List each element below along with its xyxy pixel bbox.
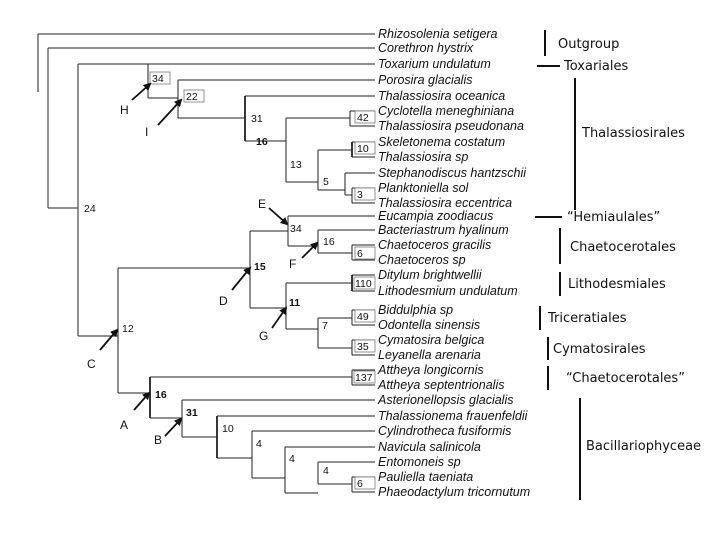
- taxon-label: Cyclotella meneghiniana: [378, 104, 514, 118]
- taxon-label: Bacteriastrum hyalinum: [378, 223, 509, 237]
- group-labels: Outgroup Toxariales Thalassiosirales “He…: [547, 37, 701, 454]
- arrow-h: [131, 82, 152, 101]
- arrow-f: [301, 241, 319, 259]
- taxon-labels: Rhizosolenia setigera Corethron hystrix …: [377, 27, 530, 499]
- group-label-chaetocerotales-quoted: “Chaetocerotales”: [566, 371, 685, 386]
- node-label: 6: [357, 478, 363, 490]
- node-label: 16: [256, 136, 268, 148]
- node-label: 15: [254, 261, 266, 273]
- arrow-g: [271, 306, 288, 329]
- annotation-b: B: [154, 433, 162, 447]
- group-label-lithodesmiales: Lithodesmiales: [568, 277, 666, 292]
- taxon-label: Porosira glacialis: [378, 73, 472, 87]
- taxon-label: Navicula salinicola: [378, 440, 481, 454]
- node-label: 4: [323, 465, 329, 477]
- annotation-g: G: [259, 329, 268, 343]
- arrow-a: [133, 391, 151, 411]
- node-label: 22: [186, 91, 198, 103]
- node-label: 13: [290, 159, 302, 171]
- taxon-label: Corethron hystrix: [378, 41, 474, 55]
- node-label: 34: [152, 73, 164, 85]
- node-label: 137: [355, 372, 373, 384]
- taxon-label: Planktoniella sol: [378, 181, 470, 195]
- tree-branches: [37, 33, 375, 494]
- taxon-label: Cylindrotheca fusiformis: [378, 424, 511, 438]
- node-label: 10: [222, 423, 234, 435]
- group-brackets: [535, 30, 581, 500]
- taxon-label: Thalassiosira pseudonana: [378, 119, 524, 133]
- taxon-label: Eucampia zoodiacus: [378, 209, 493, 223]
- taxon-label: Cymatosira belgica: [378, 333, 484, 347]
- node-label: 16: [323, 236, 335, 248]
- annotation-e: E: [258, 197, 266, 211]
- node-label: 42: [357, 112, 369, 124]
- node-label: 34: [290, 223, 302, 235]
- group-label-chaetocerotales: Chaetocerotales: [570, 240, 676, 255]
- node-label: 24: [84, 203, 96, 215]
- taxon-label: Lithodesmium undulatum: [378, 284, 518, 298]
- node-label: 31: [186, 407, 198, 419]
- arrow-c: [99, 328, 119, 351]
- group-label-toxariales: Toxariales: [563, 59, 628, 74]
- node-label: 35: [357, 341, 369, 353]
- node-label: 4: [289, 453, 295, 465]
- annotation-a: A: [120, 418, 128, 432]
- taxon-label: Biddulphia sp: [378, 303, 453, 317]
- taxon-label: Odontella sinensis: [378, 318, 480, 332]
- node-annotations: H I E F D G C A B: [87, 82, 319, 447]
- taxon-label: Thalassiosira sp: [378, 150, 468, 164]
- group-label-triceratiales: Triceratiales: [547, 311, 627, 326]
- annotation-d: D: [219, 294, 228, 308]
- taxon-label: Leyanella arenaria: [378, 348, 481, 362]
- taxon-label: Attheya septentrionalis: [377, 378, 504, 392]
- taxon-label: Toxarium undulatum: [378, 57, 491, 71]
- node-label: 49: [357, 311, 369, 323]
- arrow-e: [268, 207, 289, 226]
- node-label: 4: [256, 438, 262, 450]
- node-label: 11: [289, 297, 300, 309]
- arrow-d: [231, 266, 252, 291]
- annotation-h: H: [120, 103, 129, 117]
- taxon-label: Ditylum brightwellii: [378, 268, 483, 282]
- node-label: 110: [355, 278, 372, 290]
- node-label: 3: [357, 189, 363, 201]
- node-label: 7: [322, 320, 328, 332]
- node-label: 12: [122, 323, 134, 335]
- node-label: 16: [155, 389, 167, 401]
- node-support-labels: 24 34 22 31 42 16 10 13 5 3 12 15 34 16 …: [84, 71, 376, 490]
- taxon-label: Rhizosolenia setigera: [378, 27, 498, 41]
- taxon-label: Phaeodactylum tricornutum: [378, 485, 530, 499]
- taxon-label: Entomoneis sp: [378, 455, 461, 469]
- group-label-outgroup: Outgroup: [558, 37, 619, 52]
- arrow-b: [164, 417, 183, 437]
- group-label-hemiaulales: “Hemiaulales”: [567, 210, 660, 225]
- taxon-label: Stephanodiscus hantzschii: [378, 166, 527, 180]
- taxon-label: Skeletonema costatum: [378, 135, 505, 149]
- group-label-thalassiosirales: Thalassiosirales: [581, 126, 685, 141]
- node-label: 6: [357, 248, 363, 260]
- group-label-cymatosirales: Cymatosirales: [553, 342, 646, 357]
- taxon-label: Asterionellopsis glacialis: [377, 393, 513, 407]
- arrow-i: [157, 98, 183, 126]
- taxon-label: Thalassionema frauenfeldii: [378, 409, 529, 423]
- node-label: 31: [251, 113, 263, 125]
- annotation-c: C: [87, 357, 96, 371]
- node-label: 5: [323, 176, 329, 188]
- node-label: 10: [357, 143, 369, 155]
- taxon-label: Thalassiosira oceanica: [378, 89, 505, 103]
- taxon-label: Pauliella taeniata: [378, 470, 473, 484]
- annotation-i: I: [145, 125, 148, 139]
- group-label-bacillariophyceae: Bacillariophyceae: [586, 439, 701, 454]
- taxon-label: Thalassiosira eccentrica: [378, 196, 512, 210]
- taxon-label: Attheya longicornis: [377, 363, 484, 377]
- taxon-label: Chaetoceros gracilis: [378, 238, 491, 252]
- annotation-f: F: [289, 257, 296, 271]
- taxon-label: Chaetoceros sp: [378, 253, 466, 267]
